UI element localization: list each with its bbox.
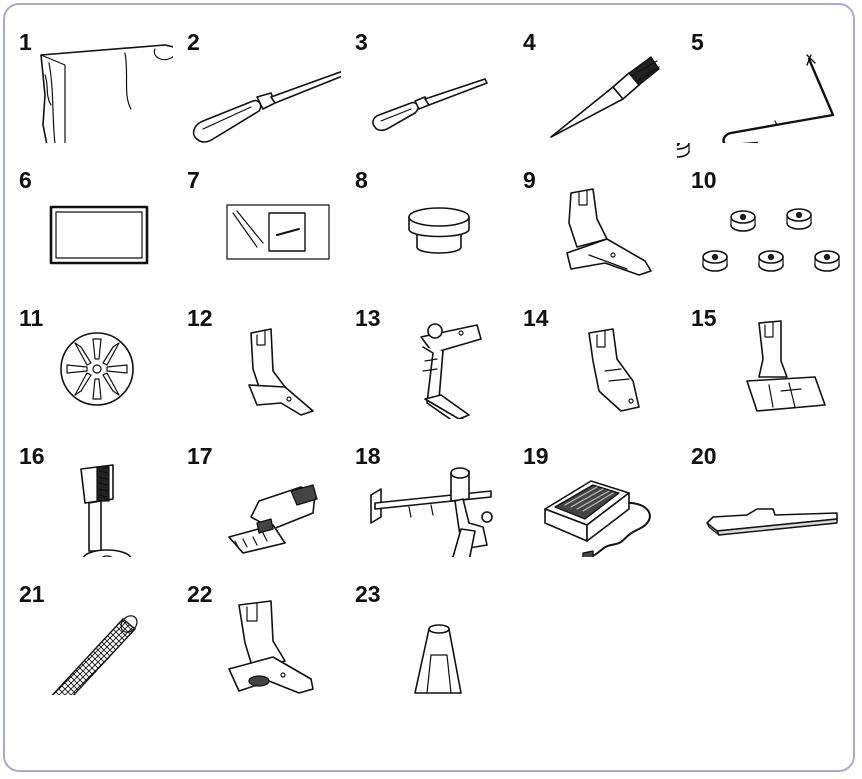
- accessory-item: 5: [677, 5, 845, 143]
- quilting-foot-icon: [5, 419, 173, 557]
- spool-disc-icon: [5, 281, 173, 419]
- needle-pack-icon: [173, 143, 341, 281]
- brush-icon: [509, 5, 677, 143]
- side-cutter-foot-icon: [341, 281, 509, 419]
- accessory-item: 17: [173, 419, 341, 557]
- item-number: 8: [355, 167, 368, 193]
- accessory-item: 8: [341, 143, 509, 281]
- item-number: 14: [523, 305, 549, 331]
- spool-cushion-icon: [341, 557, 509, 695]
- accessory-item: 11: [5, 281, 173, 419]
- item-number: 13: [355, 305, 381, 331]
- accessory-item: 10: [677, 143, 845, 281]
- seam-guide-plate-icon: [677, 419, 845, 557]
- bobbins-icon: [677, 143, 845, 281]
- item-number: 20: [691, 443, 717, 469]
- item-number: 18: [355, 443, 381, 469]
- item-number: 5: [691, 29, 704, 55]
- item-number: 6: [19, 167, 32, 193]
- item-number: 21: [19, 581, 45, 607]
- small-screwdriver-icon: [341, 5, 509, 143]
- item-number: 11: [19, 305, 44, 331]
- item-number: 7: [187, 167, 200, 193]
- item-number: 23: [355, 581, 381, 607]
- accessory-item: 9: [509, 143, 677, 281]
- accessory-item: 6: [5, 143, 173, 281]
- bent-wire-threader-icon: [677, 5, 845, 143]
- item-number: 9: [523, 167, 536, 193]
- accessory-item: 15: [677, 281, 845, 419]
- accessory-item: 1: [5, 5, 173, 143]
- accessory-item: 20: [677, 419, 845, 557]
- item-number: 22: [187, 581, 213, 607]
- item-number: 15: [691, 305, 717, 331]
- item-number: 17: [187, 443, 213, 469]
- foot-controller-icon: [509, 419, 677, 557]
- accessory-item: 12: [173, 281, 341, 419]
- accessory-item: 16: [5, 419, 173, 557]
- item-number: 4: [523, 29, 536, 55]
- accessory-item: 21: [5, 557, 173, 695]
- item-number: 10: [691, 167, 717, 193]
- accessory-item: 22: [173, 557, 341, 695]
- accessory-item: 3: [341, 5, 509, 143]
- spool-cap-icon: [341, 143, 509, 281]
- guide-foot-icon: [677, 281, 845, 419]
- rectangular-mat-icon: [5, 143, 173, 281]
- presser-foot-icon: [509, 143, 677, 281]
- large-screwdriver-icon: [173, 5, 341, 143]
- accessories-panel: 1 2 3: [3, 3, 855, 772]
- accessory-item: 2: [173, 5, 341, 143]
- item-number: 1: [19, 29, 32, 55]
- spool-net-icon: [5, 557, 173, 695]
- item-number: 12: [187, 305, 213, 331]
- accessory-item: 4: [509, 5, 677, 143]
- walking-foot-icon: [173, 419, 341, 557]
- accessory-item: 7: [173, 143, 341, 281]
- item-number: 2: [187, 29, 200, 55]
- dust-cover-icon: [5, 5, 173, 143]
- quilting-guide-icon: [341, 419, 509, 557]
- item-number: 3: [355, 29, 368, 55]
- zipper-foot-icon: [509, 281, 677, 419]
- roller-foot-icon: [173, 557, 341, 695]
- accessory-item: 19: [509, 419, 677, 557]
- accessory-item: 13: [341, 281, 509, 419]
- item-number: 16: [19, 443, 45, 469]
- accessory-item: 23: [341, 557, 509, 695]
- narrow-foot-icon: [173, 281, 341, 419]
- accessory-item: 14: [509, 281, 677, 419]
- accessory-item: 18: [341, 419, 509, 557]
- item-number: 19: [523, 443, 549, 469]
